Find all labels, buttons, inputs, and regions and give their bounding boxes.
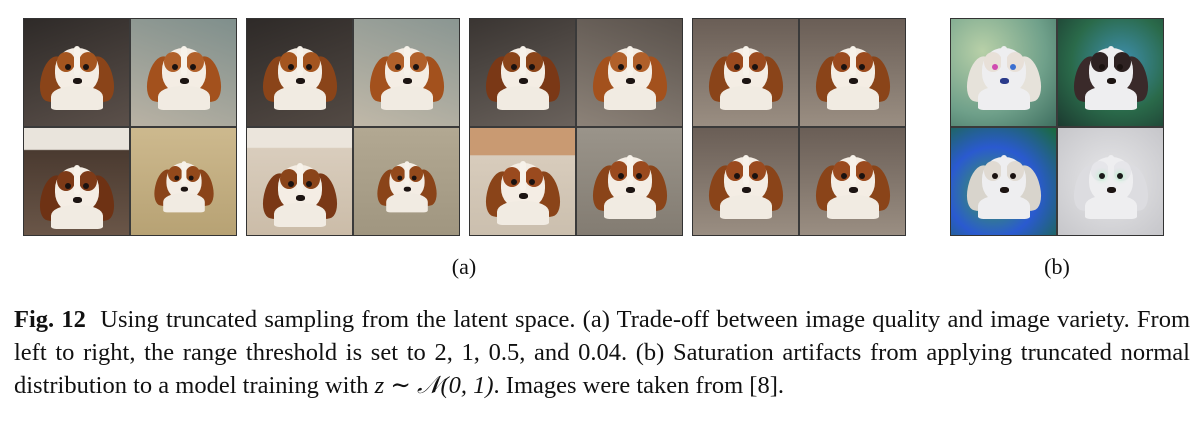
figure-number: Fig. 12: [14, 306, 86, 333]
dog-image: [247, 128, 352, 235]
dog-image: [354, 19, 459, 126]
caption-math: z ∼ 𝒩(0, 1): [374, 372, 494, 399]
dog-image: [24, 128, 129, 235]
dog-image: [247, 19, 352, 126]
dog-image: [577, 128, 682, 235]
dog-image: [131, 128, 236, 235]
dog-image: [800, 19, 905, 126]
panel-b-label: (b): [1044, 254, 1070, 279]
artifact-dog-image: [951, 19, 1056, 126]
sample-grid-threshold-1: [246, 18, 460, 236]
figure-panels: (a) (b): [0, 18, 1204, 279]
sample-grid-threshold-0.04: [692, 18, 906, 236]
dog-image: [800, 128, 905, 235]
dog-image: [693, 19, 798, 126]
dog-image: [24, 19, 129, 126]
caption-text-end: . Images were taken from [8].: [493, 372, 785, 399]
dog-image: [693, 128, 798, 235]
dog-image: [354, 128, 459, 235]
artifact-dog-image: [1058, 128, 1163, 235]
dog-image: [577, 19, 682, 126]
artifact-dog-image: [1058, 19, 1163, 126]
saturation-artifact-grid: [950, 18, 1164, 236]
sample-grid-threshold-2: [23, 18, 237, 236]
caption-text: Using truncated sampling from the latent…: [14, 306, 1190, 399]
dog-image: [470, 128, 575, 235]
sample-grid-threshold-0.5: [469, 18, 683, 236]
panel-a-label: (a): [451, 254, 477, 279]
dog-image: [131, 19, 236, 126]
dog-image: [470, 19, 575, 126]
artifact-dog-image: [951, 128, 1056, 235]
figure-caption: Fig. 12 Using truncated sampling from th…: [14, 303, 1190, 402]
